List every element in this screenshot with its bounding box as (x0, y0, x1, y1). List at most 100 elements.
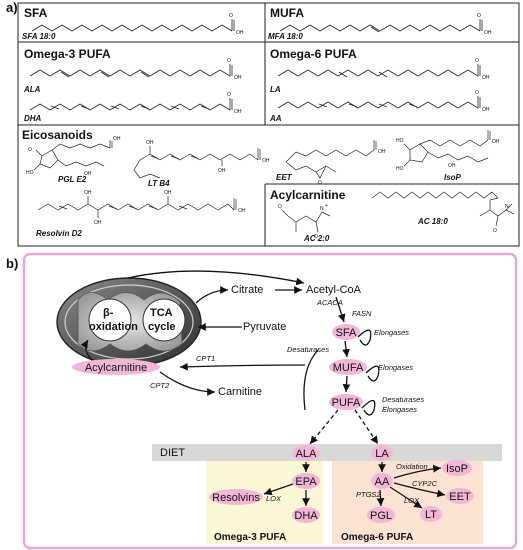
acylcarnitine-box: Acylcarnitine O N + O AC 2:0 N O AC 18:0 (270, 188, 515, 243)
eet-node: EET (446, 488, 474, 504)
svg-text:O: O (227, 92, 231, 98)
svg-text:HO: HO (396, 138, 404, 144)
cpt2-label: CPT2 (150, 381, 170, 390)
svg-text:EPA: EPA (295, 476, 317, 488)
sfa-box: SFA O OH SFA 18:0 (22, 6, 244, 41)
isop-structure: HO HO OH OH (396, 130, 500, 172)
mufa-skeleton (279, 24, 481, 32)
svg-text:LA: LA (375, 448, 389, 460)
la-label: LA (270, 85, 281, 94)
mufa-box: MUFA O OH MFA 18:0 (268, 6, 492, 41)
omega3-box: Omega-3 PUFA O OH ALA O OH DHA (23, 47, 242, 123)
pgl-node: PGL (367, 507, 395, 523)
aa-label: AA (269, 114, 282, 123)
svg-text:LT: LT (425, 509, 437, 521)
svg-text:IsoP: IsoP (446, 463, 468, 475)
svg-text:OH: OH (146, 140, 154, 146)
sfa-skeleton (31, 24, 233, 32)
la-skeleton (277, 69, 479, 77)
citrate-node: Citrate (231, 284, 263, 296)
svg-text:ALA: ALA (296, 448, 317, 460)
acylcarnitine-title: Acylcarnitine (270, 188, 346, 202)
eicosanoids-box: Eicosanoids O HO OH OH PGL E2 OH OH OH L… (22, 128, 500, 238)
cyp2c-label: CYP2C (412, 479, 438, 488)
la-node: LA (371, 445, 393, 461)
svg-text:OH: OH (84, 171, 92, 177)
aa-skeleton (277, 101, 479, 109)
ala-node: ALA (292, 445, 320, 461)
svg-text:HO: HO (396, 166, 404, 172)
elongases-3-label: Elongases (382, 405, 417, 414)
svg-text:HO: HO (26, 170, 34, 176)
ltb4-structure: OH OH OH (133, 140, 270, 179)
svg-text:OH: OH (378, 149, 386, 155)
svg-text:OH: OH (448, 163, 456, 169)
dha-skeleton (29, 103, 231, 111)
isop-node: IsoP (442, 460, 472, 476)
svg-text:OH: OH (234, 75, 242, 81)
desaturases-2-label: Desaturases (382, 395, 424, 404)
svg-text:MUFA: MUFA (333, 362, 364, 374)
svg-text:EET: EET (449, 491, 471, 503)
ac2-label: AC 2:0 (303, 234, 330, 243)
elongases-2-label: Elongases (378, 363, 413, 372)
svg-text:O: O (229, 13, 233, 19)
svg-text:OH: OH (238, 208, 246, 214)
svg-text:+: + (325, 203, 328, 209)
epa-node: EPA (292, 473, 320, 489)
isop-label: IsoP (444, 173, 462, 182)
ptgs2-label: PTGS2 (356, 490, 381, 499)
svg-text:O: O (477, 13, 481, 19)
svg-text:Acylcarnitine: Acylcarnitine (85, 362, 147, 374)
mufa-title: MUFA (270, 6, 304, 20)
dha-label: DHA (24, 114, 42, 123)
svg-text:OH: OH (113, 136, 121, 142)
panel-b-label: b) (6, 256, 18, 271)
ac2-structure: O N + O (278, 203, 331, 240)
lox-2-label: LOX (404, 496, 420, 505)
svg-text:OH: OH (84, 190, 92, 196)
acaca-label: ACACA (316, 298, 343, 307)
resolvins-node: Resolvins (209, 489, 263, 505)
svg-text:N: N (320, 206, 324, 212)
svg-text:OH: OH (492, 139, 500, 145)
acetylcoa-node: Acetyl-CoA (306, 284, 362, 296)
omega6-title: Omega-6 PUFA (270, 47, 357, 61)
svg-text:O: O (493, 228, 497, 234)
oxidation-enzyme-label: Oxidation (396, 462, 428, 471)
svg-text:OH: OH (484, 30, 492, 36)
eicosanoids-title: Eicosanoids (22, 128, 93, 142)
pge2-structure: O HO OH OH (26, 136, 121, 177)
svg-text:OH: OH (262, 158, 270, 164)
pufa-node: PUFA (329, 394, 363, 410)
svg-text:OH: OH (234, 109, 242, 115)
oxidation-label: oxidation (89, 321, 138, 333)
svg-text:O: O (475, 90, 479, 96)
svg-text:OH: OH (236, 30, 244, 36)
mufa-molecule-label: MFA 18:0 (268, 32, 303, 41)
diet-label: DIET (160, 447, 185, 459)
elongases-1-label: Elongases (374, 328, 409, 337)
carnitine-node: Carnitine (218, 386, 262, 398)
svg-text:PUFA: PUFA (332, 397, 361, 409)
omega6-pufa-box-label: Omega-6 PUFA (341, 532, 413, 543)
cycle-label: cycle (148, 321, 176, 333)
svg-text:PGL: PGL (370, 510, 392, 522)
svg-text:SFA: SFA (336, 327, 357, 339)
pathway-arrows (80, 270, 446, 509)
sfa-title: SFA (24, 6, 48, 20)
svg-text:OH: OH (482, 75, 490, 81)
panel-a-label: a) (6, 0, 18, 15)
ac18-structure: N O (371, 191, 515, 234)
svg-text:Resolvins: Resolvins (212, 492, 260, 504)
svg-text:O: O (227, 58, 231, 64)
svg-text:O: O (28, 147, 32, 153)
panel-a-frame (17, 2, 520, 247)
svg-text:O: O (318, 180, 322, 186)
omega6-box: Omega-6 PUFA O OH LA O OH AA (269, 47, 490, 123)
sfa-node: SFA (332, 324, 360, 340)
mitochondrion: β- oxidation TCA cycle (56, 277, 202, 367)
svg-text:OH: OH (94, 220, 102, 226)
pyruvate-node: Pyruvate (243, 321, 286, 333)
